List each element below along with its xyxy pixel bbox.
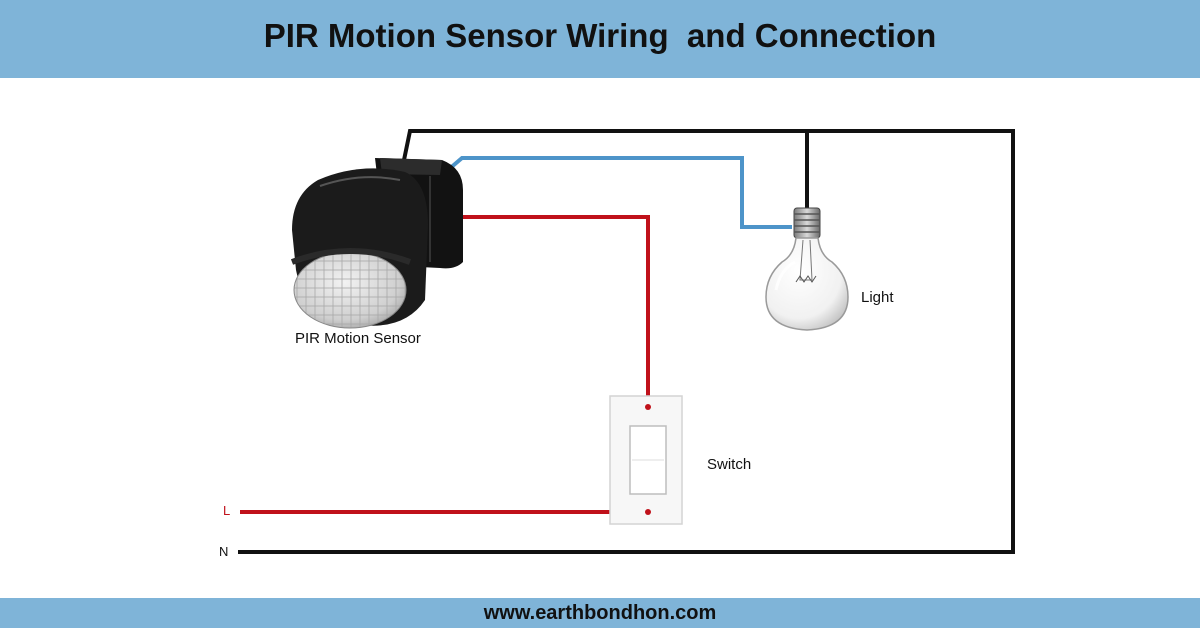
load-wire (446, 156, 792, 229)
pir-motion-sensor-icon (290, 158, 463, 329)
sensor-label: PIR Motion Sensor (295, 330, 421, 347)
light-bulb-icon (765, 207, 849, 331)
switch-label: Switch (707, 456, 752, 473)
page-title: PIR Motion Sensor Wiring and Connection (263, 17, 937, 54)
light-label: Light (861, 289, 894, 306)
neutral-terminal-label: N (219, 544, 229, 559)
neutral-wire (238, 129, 1015, 554)
live-wire-sensor-to-switch (462, 215, 650, 407)
footer-url: www.earthbondhon.com (483, 601, 717, 624)
wall-switch-icon (609, 395, 683, 525)
header-banner: PIR Motion Sensor Wiring and Connection (0, 0, 1200, 78)
footer-banner: www.earthbondhon.com (0, 598, 1200, 628)
live-terminal-label: L (223, 503, 231, 518)
